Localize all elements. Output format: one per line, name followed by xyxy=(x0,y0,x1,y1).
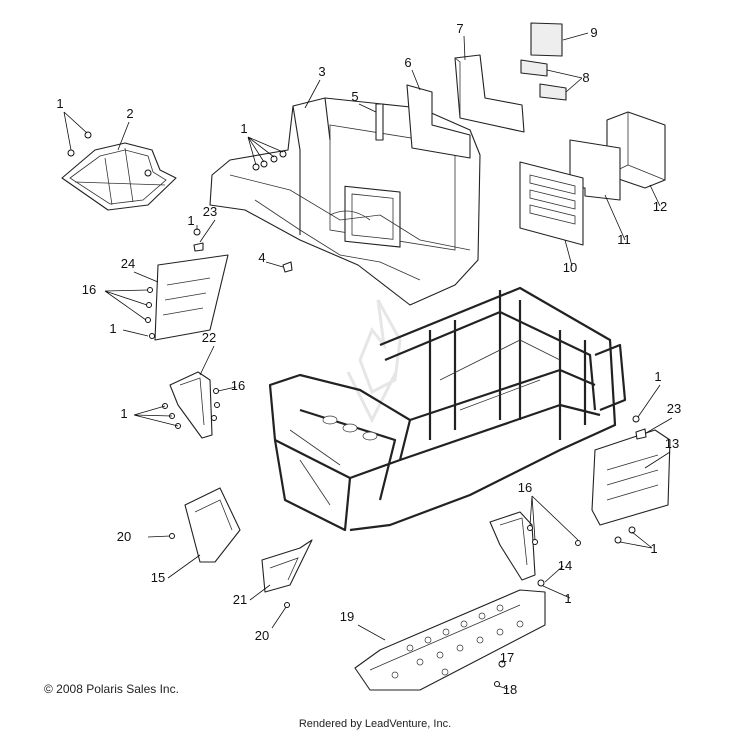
callout-c1a: 1 xyxy=(56,96,63,111)
part-6-insulation xyxy=(406,84,471,159)
bolts-group-13 xyxy=(575,526,636,546)
part-14-bracket xyxy=(489,511,536,581)
part-5-foam-strip xyxy=(375,103,384,141)
callout-c11: 11 xyxy=(617,232,631,247)
callout-c16c: 16 xyxy=(518,480,532,495)
callout-c24: 24 xyxy=(121,256,135,271)
callout-c12: 12 xyxy=(653,199,667,214)
leader-lines xyxy=(63,32,673,690)
callout-c15: 15 xyxy=(151,570,165,585)
watermark-logo xyxy=(346,299,402,424)
callout-c18: 18 xyxy=(503,682,517,697)
part-13-side-panel xyxy=(591,429,671,526)
bolts-group-1a xyxy=(67,131,152,177)
callout-c1g: 1 xyxy=(650,541,657,556)
callout-c4: 4 xyxy=(258,250,265,265)
callout-c2: 2 xyxy=(126,106,133,121)
part-8-pads xyxy=(520,59,567,101)
callout-c23b: 23 xyxy=(667,401,681,416)
callout-c17: 17 xyxy=(500,650,514,665)
callout-c16b: 16 xyxy=(231,378,245,393)
callout-c19: 19 xyxy=(340,609,354,624)
part-2-skid-plate xyxy=(61,142,177,211)
callout-c1f: 1 xyxy=(654,369,661,384)
callout-c22: 22 xyxy=(202,330,216,345)
part-7-foam-block xyxy=(454,54,525,133)
part-4-clip xyxy=(282,261,293,273)
part-18-bolt xyxy=(494,681,500,687)
callout-c23a: 23 xyxy=(203,204,217,219)
bolts-group-16a xyxy=(145,287,155,339)
part-24-side-panel xyxy=(154,254,229,341)
callout-c6: 6 xyxy=(404,55,411,70)
rendered-by-text: Rendered by LeadVenture, Inc. xyxy=(298,718,452,730)
callout-c20a: 20 xyxy=(117,529,131,544)
copyright-text: © 2008 Polaris Sales Inc. xyxy=(44,682,179,696)
callout-c7: 7 xyxy=(456,21,463,36)
callout-c5: 5 xyxy=(351,89,358,104)
part-10-vent-panel xyxy=(519,161,584,246)
callout-c14: 14 xyxy=(558,558,572,573)
callout-c21: 21 xyxy=(233,592,247,607)
callout-c20b: 20 xyxy=(255,628,269,643)
part-22-bracket xyxy=(169,371,213,439)
part-9-pad xyxy=(530,22,563,57)
part-23b-clip xyxy=(632,415,647,440)
part-15-panel xyxy=(184,487,241,563)
callout-c1d: 1 xyxy=(240,121,247,136)
part-20b-clip xyxy=(284,602,290,608)
callout-c10: 10 xyxy=(563,260,577,275)
callout-c9: 9 xyxy=(590,25,597,40)
callout-c8: 8 xyxy=(582,70,589,85)
main-frame xyxy=(268,286,627,532)
callout-c1e: 1 xyxy=(120,406,127,421)
part-19-floor-plate xyxy=(354,589,546,691)
callout-c1b: 1 xyxy=(187,213,194,228)
part-20a-clip xyxy=(169,533,175,539)
callout-c3: 3 xyxy=(318,64,325,79)
bolts-group-1d xyxy=(252,150,287,171)
callout-c1c: 1 xyxy=(109,321,116,336)
callout-c13: 13 xyxy=(665,436,679,451)
part-21-panel xyxy=(261,539,313,593)
callout-c16a: 16 xyxy=(82,282,96,297)
part-3-dash-panel xyxy=(209,97,481,306)
callout-c1h: 1 xyxy=(564,591,571,606)
part-17-nut xyxy=(498,660,506,668)
